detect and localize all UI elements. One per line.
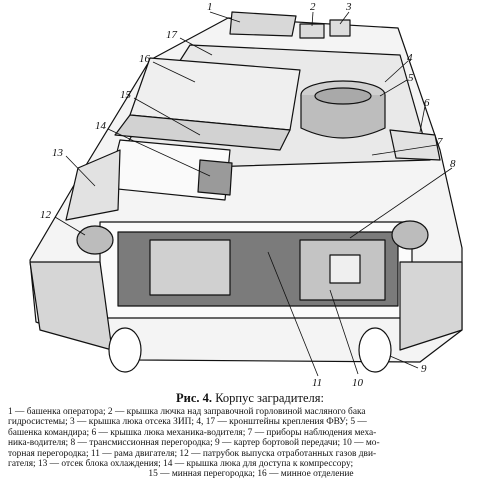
figure-caption: Рис. 4. Корпус заградителя: <box>0 391 500 406</box>
legend-line: гателя; 13 — отсек блока охлаждения; 14 … <box>8 459 354 470</box>
callout-5: 5 <box>408 72 414 84</box>
legend-line: 1 — башенка оператора; 2 — крышка лючка … <box>8 407 366 417</box>
legend-line: 15 — минная перегородка; 16 — минное отд… <box>148 469 354 480</box>
callout-1: 1 <box>207 1 213 13</box>
callout-9: 9 <box>421 363 427 375</box>
commander-turret-body <box>300 95 386 139</box>
hull-illustration: 1 2 3 4 5 6 7 8 9 10 11 12 13 14 15 16 1… <box>29 1 463 389</box>
legend-line: гидросистемы; 3 — крышка люка отсека ЗИП… <box>8 417 367 428</box>
figure-legend: 1 — башенка оператора; 2 — крышка лючка … <box>8 407 494 480</box>
callout-12: 12 <box>40 209 52 221</box>
callout-7: 7 <box>437 136 443 148</box>
left-track <box>29 261 113 351</box>
engine-block <box>149 239 231 296</box>
final-drive-right <box>358 327 392 373</box>
caption-title: Корпус заградителя: <box>215 391 324 405</box>
driver-hatch <box>389 129 441 161</box>
mine-partition <box>114 114 291 151</box>
callout-4: 4 <box>407 52 413 64</box>
callout-16: 16 <box>139 53 151 65</box>
legend-line: торная перегородка; 11 — рама двигателя;… <box>8 448 377 459</box>
callout-3: 3 <box>345 1 352 13</box>
exhaust-pipe <box>76 225 114 255</box>
callout-2: 2 <box>310 1 316 13</box>
transmission-partition <box>299 239 386 301</box>
callout-8: 8 <box>450 158 456 170</box>
final-drive-left <box>108 327 142 373</box>
operator-turret <box>229 11 297 37</box>
caption-label: Рис. 4. <box>176 391 213 405</box>
callout-15: 15 <box>120 89 132 101</box>
spares-hatch <box>329 19 351 37</box>
right-track <box>399 261 463 351</box>
callout-10: 10 <box>352 377 364 389</box>
callout-11: 11 <box>312 377 322 389</box>
callout-13: 13 <box>52 147 64 159</box>
cooling-compartment <box>65 149 121 221</box>
callout-6: 6 <box>424 97 430 109</box>
callout-17: 17 <box>166 29 178 41</box>
oil-filler-hatch <box>299 23 325 39</box>
legend-line: ника-водителя; 8 — трансмиссионная перег… <box>8 438 380 449</box>
legend-line: башенка командира; 6 — крышка люка механ… <box>8 427 377 438</box>
callout-14: 14 <box>95 120 107 132</box>
